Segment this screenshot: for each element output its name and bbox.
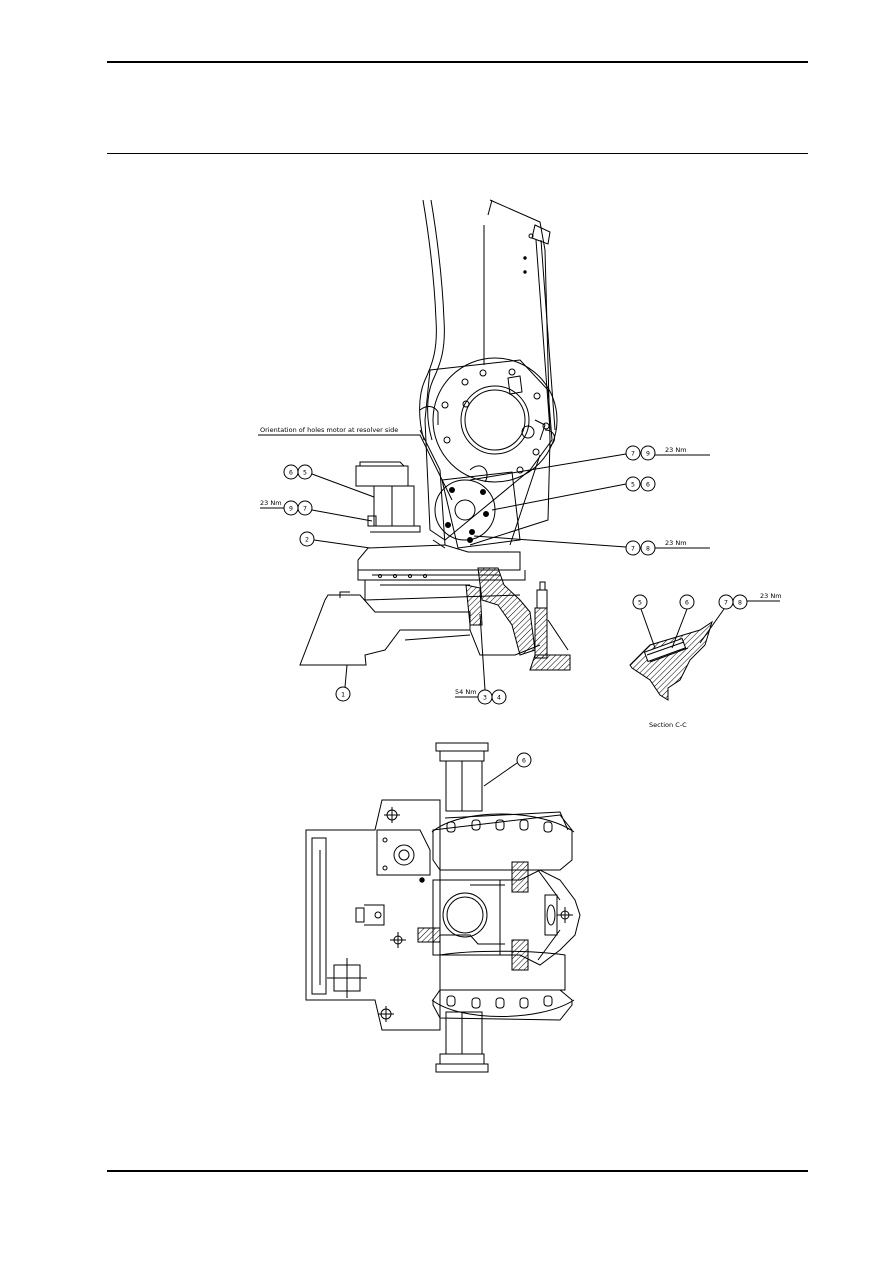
lower-view (305, 742, 581, 1073)
base-housing (357, 544, 521, 571)
torque-label: 23 Nm (665, 446, 687, 454)
torque-label: 23 Nm (665, 539, 687, 547)
callout-number: 6 (522, 757, 526, 765)
upper-view (258, 199, 710, 705)
footer-rule (107, 1170, 808, 1172)
lower-frame (305, 799, 441, 1031)
callout-number: 7 (631, 450, 635, 458)
header-rule-top (107, 61, 808, 63)
callout-number: 5 (303, 469, 307, 477)
callout-number: 7 (303, 505, 307, 513)
callout-number: 4 (497, 694, 501, 702)
callout-number: 5 (638, 599, 642, 607)
frame-base (299, 594, 471, 666)
section-label: Section C-C (649, 721, 687, 729)
callout-number: 7 (631, 545, 635, 553)
callout-number: 6 (289, 469, 293, 477)
hatched-section (477, 567, 536, 656)
callout-number: 8 (738, 599, 742, 607)
callout-number: 7 (724, 599, 728, 607)
callout-number: 5 (631, 481, 635, 489)
torque-label: 23 Nm (760, 592, 782, 600)
torque-label: 23 Nm (260, 499, 282, 507)
callout-number: 9 (289, 505, 293, 513)
motor-cap (355, 465, 409, 487)
callout-number: 8 (646, 545, 650, 553)
callout-number: 9 (646, 450, 650, 458)
section-c-c (629, 594, 780, 701)
motor-top (435, 742, 489, 752)
central-body (432, 869, 581, 966)
motor-body (373, 485, 415, 527)
header-rule-bottom (107, 153, 808, 154)
cable-harness (419, 199, 437, 441)
orientation-note: Orientation of holes motor at resolver s… (260, 426, 398, 434)
callout-number: 1 (341, 691, 345, 699)
callout-number: 2 (305, 536, 309, 544)
upper-arm (469, 199, 551, 546)
callout-number: 6 (646, 481, 650, 489)
callout-number: 6 (685, 599, 689, 607)
main-bore (432, 357, 558, 483)
torque-label: 54 Nm (455, 688, 477, 696)
motor-flange (434, 479, 496, 541)
central-bore (442, 892, 488, 938)
callout-number: 3 (483, 694, 487, 702)
